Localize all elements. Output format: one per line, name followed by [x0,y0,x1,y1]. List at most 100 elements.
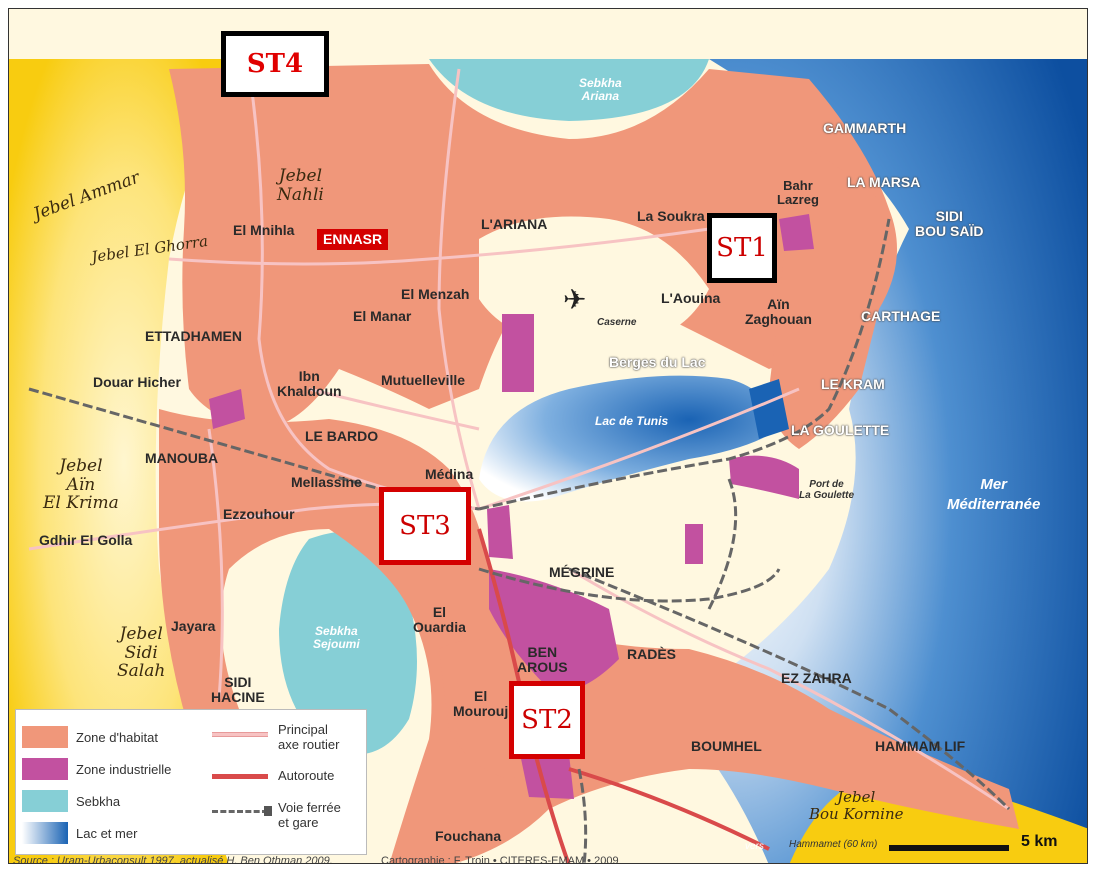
road-3 [168,227,710,266]
ettadhamen-label: ETTADHAMEN [145,328,242,344]
ind-6 [489,569,619,691]
legend-swatch-habitat [22,726,68,748]
legend-lac-mer-label: Lac et mer [76,826,138,841]
map-canvas: ✈ [9,9,1087,863]
legend-swatch-sebkha [22,790,68,812]
ind-7 [685,524,703,564]
hills-west [9,59,239,863]
sidi-hacine-label: SIDI HACINE [211,674,265,706]
legend: Zone d'habitat Zone industrielle Sebkha … [15,709,367,855]
douar-hicher-label: Douar Hicher [93,374,181,390]
legend-swatch-autoroute [212,774,268,779]
lac-de-tunis [479,375,779,502]
ind-5 [487,505,513,559]
el-mnihla-label: El Mnihla [233,222,295,238]
jayara-label: Jayara [171,618,216,634]
ezzouhour-label: Ezzouhour [223,506,295,522]
le-bardo-label: LE BARDO [305,428,379,444]
el-manar-label: El Manar [353,308,412,324]
hammam-lif-label: HAMMAM LIF [875,738,966,754]
legend-swatch-voie [212,810,268,813]
road-7 [207,428,224,700]
el-ouardia-label: El Ouardia [413,604,466,636]
mer-mediterranee-label: Mer Méditerranée [947,476,1041,513]
hammamet-label: Hammamet (60 km) [789,839,878,850]
road-4 [308,387,480,431]
boumhel-label: BOUMHEL [691,738,762,754]
station-st4-label: ST4 [246,49,304,79]
ben-arous-label: BEN AROUS [517,644,568,676]
gdhir-el-golla-label: Gdhir El Golla [39,532,133,548]
station-st2: ST2 [509,681,585,759]
station-st1-label: ST1 [716,233,768,263]
ind-8 [519,749,574,799]
airplane-icon: ✈ [563,283,586,316]
legend-autoroute-label: Autoroute [278,768,335,783]
sebkha-sejoumi-label: Sebkha Sejoumi [313,624,360,652]
megrine-label: MÉGRINE [549,564,615,580]
industrial-zones [209,214,814,799]
cartography-credit: Cartographie : F. Troin • CITERES-EMAM •… [381,855,619,864]
station-st4: ST4 [221,31,329,97]
lac-de-tunis-label: Lac de Tunis [595,414,669,428]
legend-voie-label: Voie ferrée et gare [278,800,341,830]
port-la-goulette-label: Port de La Goulette [799,479,855,501]
sidi-bou-said-label: SIDI BOU SAÏD [915,208,984,240]
sebkha-sejoumi [279,531,417,755]
rail-6 [707,478,738,610]
jebel-sidi-salah-label: Jebel Sidi Salah [117,624,166,682]
mellassine-label: Mellassine [291,474,362,490]
legend-sebkha-label: Sebkha [76,794,121,809]
ind-2 [779,214,814,251]
rail-4 [568,567,1011,811]
jebel-nahli-label: Jebel Nahli [277,166,324,205]
legend-habitat-label: Zone d'habitat [76,730,158,745]
rail-2 [478,218,891,511]
road-2 [437,68,481,510]
rail-3 [478,567,781,603]
manouba-label: MANOUBA [145,450,219,466]
fouchana-label: Fouchana [435,828,502,844]
legend-swatch-industrial [22,758,68,780]
jebel-bou-kornine-label: Jebel Bou Kornine [809,788,904,823]
el-menzah-label: El Menzah [401,286,470,302]
sebkha-ariana-label: Sebkha Ariana [579,76,622,104]
scale-bar [889,845,1009,851]
ind-3 [209,389,245,429]
airport-area [479,216,709,339]
legend-principal-label: Principal axe routier [278,722,340,752]
la-goulette-label: LA GOULETTE [791,422,890,438]
legend-industrial-label: Zone industrielle [76,762,172,777]
ennasr-label: ENNASR [317,229,389,251]
la-marsa-label: LA MARSA [847,174,921,190]
road-8 [568,567,1010,811]
station-st3: ST3 [379,487,471,565]
scale-label: 5 km [1021,833,1058,850]
autoroute-east [568,767,770,851]
source-credit: Source : Uram-Urbaconsult 1997, actualis… [13,855,333,864]
legend-gare-icon [264,806,272,816]
rail-5 [577,768,588,863]
mutuelleville-label: Mutuelleville [381,372,466,388]
jebel-ain-el-krima-label: Jebel Aïn El Krima [43,456,119,514]
rades-label: RADÈS [627,646,677,662]
ind-1 [502,314,534,392]
caserne-label: Caserne [597,317,637,328]
le-kram-label: LE KRAM [821,376,885,392]
bahr-lazreg-label: Bahr Lazreg [777,178,819,208]
station-st2-label: ST2 [521,705,573,735]
medina-label: Médina [425,466,474,482]
sebkha-ariana [429,59,709,121]
habitat-center [159,409,1019,863]
ibn-khaldoun-label: Ibn Khaldoun [277,368,342,400]
gammarth-label: GAMMARTH [823,120,907,136]
road-6 [478,387,800,511]
berges-du-lac-label: Berges du Lac [609,354,706,370]
l-ariana-label: L'ARIANA [481,216,548,232]
sea-area [669,59,1087,863]
el-mourouj-label: El Mourouj [453,688,509,720]
legend-swatch-lac-mer [22,822,68,844]
la-soukra-label: La Soukra [637,208,705,224]
ez-zahra-label: EZ ZAHRA [781,670,852,686]
vers-label: vers [745,841,764,852]
